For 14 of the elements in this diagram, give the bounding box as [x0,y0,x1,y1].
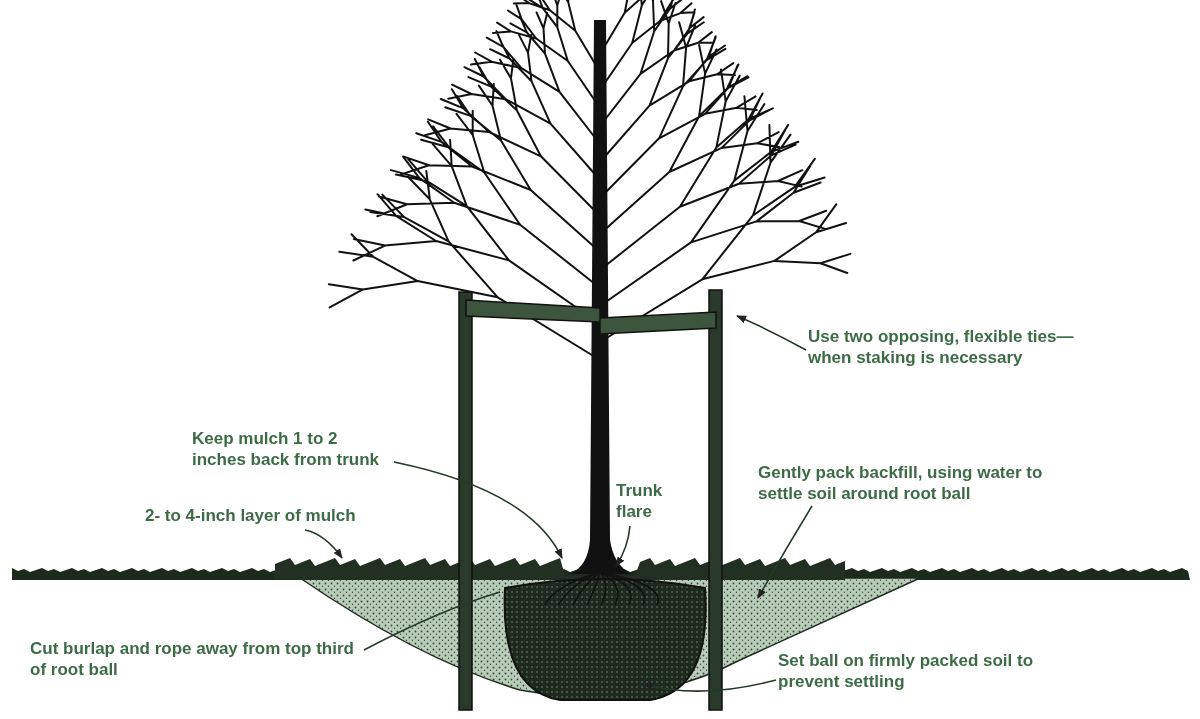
callout-text: Trunk flare [616,480,686,522]
leader-line [736,315,807,351]
callout-text: Gently pack backfill, using water to settle soil around root ball [758,462,1088,504]
callout-text: Keep mulch 1 to 2 inches back from trunk [192,428,392,470]
callout-text: Set ball on firmly packed soil to prevent settling [778,650,1078,692]
leader-line [757,505,813,599]
leader-line [615,525,631,567]
callout-text: 2- to 4-inch layer of mulch [145,505,395,526]
callout-text: Use two opposing, flexible ties— when staking is necessary [808,326,1093,368]
leader-line [363,591,501,651]
leader-line [304,529,343,559]
leader-line [643,679,777,692]
leader-line [393,461,563,559]
callout-text: Cut burlap and rope away from top third of root ball [30,638,360,680]
